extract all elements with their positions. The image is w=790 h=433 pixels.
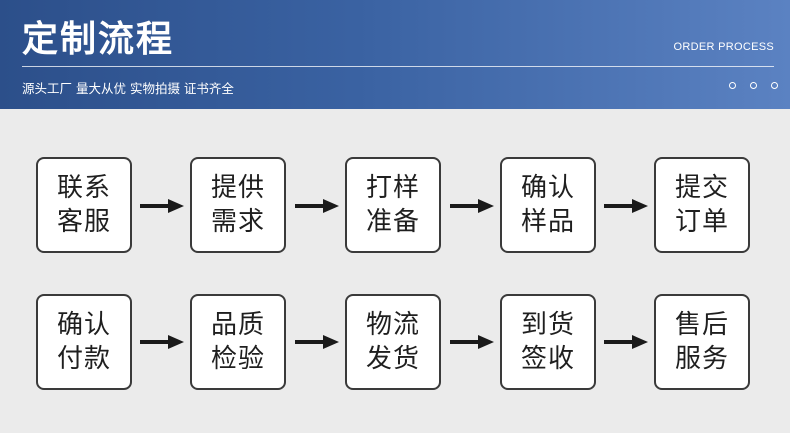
step-box: 售后 服务	[654, 294, 750, 390]
step-label-line2: 服务	[674, 344, 729, 374]
process-flow: 联系 客服 提供 需求 打样 准备 确认 样品 提交 订单 确认 付款 品质 检…	[0, 109, 790, 433]
step-label-line1: 售后	[674, 310, 729, 340]
header-banner: 定制流程 ORDER PROCESS 源头工厂 量大从优 实物拍摄 证书齐全	[0, 0, 790, 109]
right-arrow-icon	[450, 199, 494, 213]
step-label-line1: 物流	[365, 310, 420, 340]
right-arrow-icon	[604, 335, 648, 349]
step-label-line1: 联系	[56, 173, 111, 203]
step-label-line1: 提交	[674, 173, 729, 203]
step-box: 联系 客服	[36, 157, 132, 253]
step-box: 打样 准备	[345, 157, 441, 253]
step-label-line2: 订单	[674, 207, 729, 237]
right-arrow-icon	[140, 199, 184, 213]
step-label-line2: 签收	[520, 344, 575, 374]
right-arrow-icon	[450, 335, 494, 349]
right-arrow-icon	[295, 199, 339, 213]
divider-line	[22, 66, 774, 67]
step-label-line2: 准备	[365, 207, 420, 237]
step-box: 品质 检验	[190, 294, 286, 390]
right-arrow-icon	[295, 335, 339, 349]
right-arrow-icon	[604, 199, 648, 213]
step-box: 确认 样品	[500, 157, 596, 253]
step-box: 确认 付款	[36, 294, 132, 390]
page-title: 定制流程	[22, 19, 175, 60]
step-label-line1: 提供	[210, 173, 265, 203]
step-box: 提供 需求	[190, 157, 286, 253]
circle-icon	[750, 82, 757, 89]
step-label-line1: 打样	[365, 173, 420, 203]
step-label-line2: 检验	[210, 344, 265, 374]
english-title: ORDER PROCESS	[673, 41, 774, 53]
step-label-line2: 样品	[520, 207, 575, 237]
step-label-line2: 需求	[210, 207, 265, 237]
step-label-line1: 确认	[56, 310, 111, 340]
step-label-line2: 付款	[56, 344, 111, 374]
decorative-dots	[729, 82, 778, 89]
subtitle: 源头工厂 量大从优 实物拍摄 证书齐全	[22, 81, 234, 96]
step-label-line1: 品质	[210, 310, 265, 340]
right-arrow-icon	[140, 335, 184, 349]
circle-icon	[729, 82, 736, 89]
step-label-line2: 发货	[365, 344, 420, 374]
circle-icon	[771, 82, 778, 89]
step-box: 物流 发货	[345, 294, 441, 390]
step-label-line1: 确认	[520, 173, 575, 203]
step-label-line1: 到货	[520, 310, 575, 340]
step-box: 提交 订单	[654, 157, 750, 253]
step-label-line2: 客服	[56, 207, 111, 237]
step-box: 到货 签收	[500, 294, 596, 390]
